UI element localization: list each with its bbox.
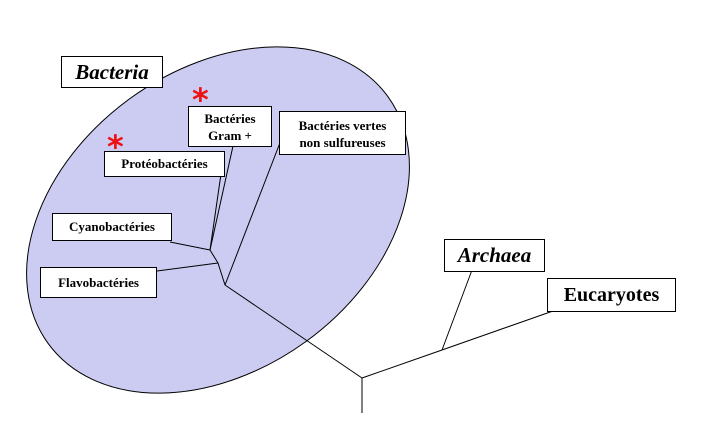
- label-flavobacteria-text: Flavobactéries: [58, 275, 139, 290]
- branch-bacteria-inner: [217, 262, 226, 286]
- label-cyanobacteria: Cyanobactéries: [52, 213, 172, 241]
- label-gram-positive-line1: Bactéries: [204, 111, 256, 126]
- marker-asterisk-gram-positive: *: [192, 81, 209, 119]
- label-proteobacteria-text: Protéobactéries: [121, 156, 208, 171]
- label-bacteria: Bacteria: [61, 56, 163, 88]
- branch-green-nonsulfur: [224, 134, 284, 286]
- label-gram-positive-bacteria: Bactéries Gram +: [188, 106, 272, 147]
- branch-flavobacteria: [156, 262, 219, 272]
- label-green-nonsulfur-line2: non sulfureuses: [299, 135, 386, 150]
- label-archaea: Archaea: [444, 239, 545, 272]
- branch-proteobacteria: [209, 173, 222, 251]
- label-eucaryotes: Eucaryotes: [547, 278, 676, 312]
- label-gram-positive-line2: Gram +: [208, 128, 252, 143]
- branch-archaea: [441, 269, 473, 351]
- label-archaea-text: Archaea: [457, 243, 532, 267]
- label-proteobacteria: Protéobactéries: [104, 151, 225, 177]
- branch-root-to-bacteria: [224, 284, 363, 379]
- branch-inner-upper: [209, 249, 219, 264]
- label-cyanobacteria-text: Cyanobactéries: [69, 219, 155, 234]
- label-green-nonsulfur-line1: Bactéries vertes: [298, 118, 387, 133]
- marker-asterisk-proteobacteria: *: [107, 128, 124, 166]
- label-green-nonsulfur-bacteria: Bactéries vertes non sulfureuses: [279, 111, 406, 155]
- label-bacteria-text: Bacteria: [75, 60, 149, 84]
- label-flavobacteria: Flavobactéries: [40, 267, 157, 298]
- branch-root-to-archaea-eucaryotes: [361, 349, 443, 379]
- branch-gram-positive: [209, 145, 234, 251]
- label-eucaryotes-text: Eucaryotes: [563, 284, 660, 306]
- branch-eucaryotes: [441, 310, 554, 351]
- branch-cyanobacteria: [169, 241, 211, 251]
